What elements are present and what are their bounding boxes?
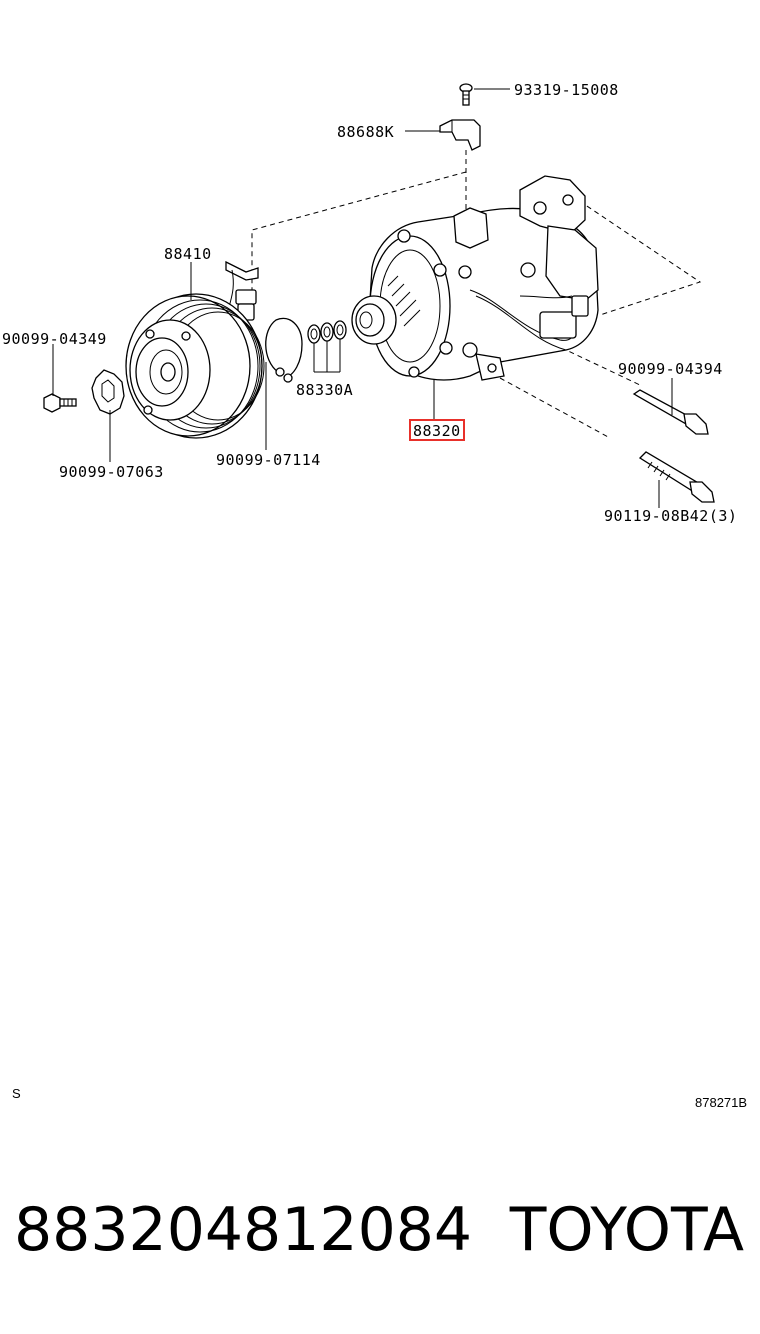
- top-bolt-graphic: [459, 83, 473, 106]
- compressor-highlight-box: [409, 419, 465, 441]
- corner-left-mark: S: [12, 1086, 21, 1101]
- label-shims[interactable]: 88330A: [296, 381, 353, 399]
- label-bracket[interactable]: 88688K: [337, 123, 394, 141]
- footer-brand: TOYOTA: [509, 1195, 744, 1265]
- bolt-left-graphic: [43, 393, 77, 413]
- clutch-pulley-graphic: [125, 293, 265, 439]
- bolt-right2-graphic: [638, 451, 715, 503]
- label-bolt-left[interactable]: 90099-04349: [2, 330, 107, 348]
- label-bolt-right1[interactable]: 90099-04394: [618, 360, 723, 378]
- bolt-right1-graphic: [632, 389, 709, 435]
- footer-part-number: 883204812084: [14, 1195, 473, 1265]
- label-clutch-lead[interactable]: 88410: [164, 245, 212, 263]
- label-bolt-top[interactable]: 93319-15008: [514, 81, 619, 99]
- label-plate-left[interactable]: 90099-07063: [59, 463, 164, 481]
- diagram-reference-code: 878271B: [695, 1095, 748, 1110]
- label-bolt-right2[interactable]: 90119-08B42(3): [604, 507, 737, 525]
- compressor-88320-graphic: [351, 175, 599, 381]
- plate-left-graphic: [91, 369, 125, 415]
- label-snap-ring[interactable]: 90099-07114: [216, 451, 321, 469]
- snap-ring-graphic: [265, 317, 303, 383]
- label-compressor[interactable]: 88320: [413, 422, 461, 440]
- bracket-88688k-graphic: [439, 119, 481, 151]
